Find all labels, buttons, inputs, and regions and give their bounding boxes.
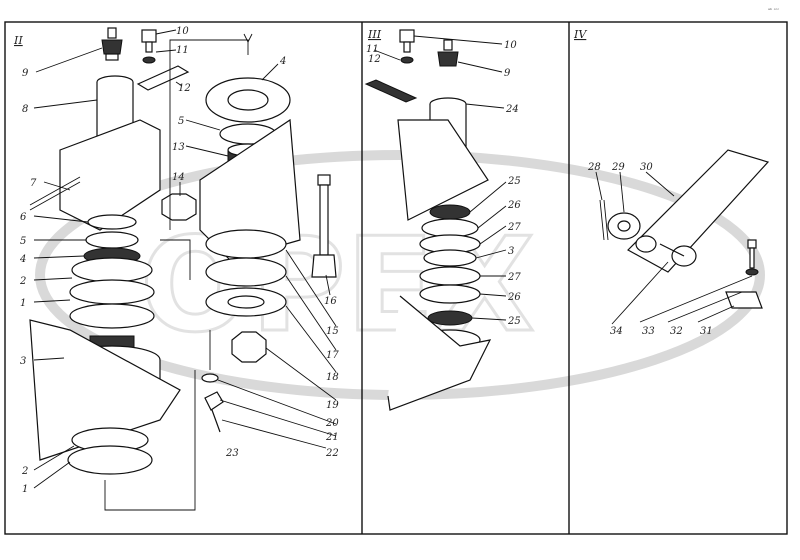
bearing-stack xyxy=(69,214,155,329)
knuckle-lower-arm xyxy=(29,319,181,461)
callout-23: 23 xyxy=(225,448,239,459)
bolt-23 xyxy=(204,391,224,433)
callout-4-right: 4 xyxy=(279,56,286,67)
lever-30 xyxy=(627,149,770,273)
callout-9: 9 xyxy=(22,68,29,79)
cotter-pin-s4 xyxy=(599,199,609,241)
grease-nipple xyxy=(101,27,123,61)
shim-stack xyxy=(205,229,287,317)
leaders-section-2 xyxy=(33,29,337,489)
callout-5-right: 5 xyxy=(178,116,184,127)
callout-8: 8 xyxy=(22,104,28,115)
callout-21: 21 xyxy=(325,432,339,443)
callout-11-s3: 11 xyxy=(366,44,379,55)
callout-12: 12 xyxy=(178,83,191,94)
callout-26: 26 xyxy=(507,200,521,211)
callout-10-s3: 10 xyxy=(504,40,517,51)
callout-1-lower: 1 xyxy=(22,484,28,495)
knuckle-lower-s3 xyxy=(387,295,492,411)
callout-9-s3: 9 xyxy=(504,68,511,79)
cotter-pin xyxy=(29,176,81,211)
callout-1: 1 xyxy=(20,298,26,309)
callout-10: 10 xyxy=(176,26,189,37)
routing-line-top xyxy=(169,39,249,230)
callout-26-lower: 26 xyxy=(507,292,521,303)
castle-nut-19 xyxy=(231,331,267,363)
section-4-drawing xyxy=(599,149,770,309)
callout-3-s3: 3 xyxy=(508,246,514,257)
long-bolt-16 xyxy=(311,174,337,278)
callout-11: 11 xyxy=(176,45,189,56)
labels-section-3: 11 12 10 9 24 25 26 27 3 27 26 25 xyxy=(366,40,521,327)
bolt-washer-3 xyxy=(399,29,415,64)
pin-34 xyxy=(659,243,697,267)
callout-18: 18 xyxy=(326,372,339,383)
callout-19: 19 xyxy=(326,400,339,411)
callout-14: 14 xyxy=(172,172,185,183)
labels-section-2: 9 10 11 12 8 7 14 6 5 4 2 1 3 2 1 4 5 13… xyxy=(19,26,339,495)
leaders-section-3 xyxy=(373,35,507,321)
bolt-washer-plate xyxy=(136,29,190,91)
leaders-section-4 xyxy=(595,171,753,325)
callout-31: 31 xyxy=(700,326,713,337)
castle-nut-top xyxy=(161,193,197,221)
section-numeral-2: II xyxy=(13,34,23,47)
section-3-drawing xyxy=(364,29,492,411)
callout-29: 29 xyxy=(611,162,625,173)
callout-2: 2 xyxy=(19,276,26,287)
arrow-head-top xyxy=(243,33,253,44)
callout-30: 30 xyxy=(640,162,653,173)
callout-27-lower: 27 xyxy=(507,272,521,283)
knuckle-upper-s3 xyxy=(397,119,489,221)
callout-34: 34 xyxy=(610,326,623,337)
corner-note: ᵃᵇ ᶜᶜᶜ xyxy=(768,8,779,14)
bottom-bearing xyxy=(67,427,153,475)
section-numeral-3: III xyxy=(367,28,382,41)
routing-line-mid xyxy=(160,239,191,280)
bolt-33 xyxy=(745,239,759,276)
callout-16: 16 xyxy=(324,296,337,307)
plate-12-s3 xyxy=(364,79,418,103)
callout-13: 13 xyxy=(172,142,185,153)
callout-15: 15 xyxy=(326,326,339,337)
section-2-drawing xyxy=(29,27,337,511)
washer-29-hole xyxy=(617,220,631,232)
callout-17: 17 xyxy=(326,350,339,361)
callout-25: 25 xyxy=(507,176,521,187)
callout-7: 7 xyxy=(30,178,37,189)
section-numeral-4: IV xyxy=(573,28,587,41)
callout-5: 5 xyxy=(20,236,26,247)
outer-frame xyxy=(4,21,788,535)
callout-6: 6 xyxy=(20,212,27,223)
callout-20: 20 xyxy=(325,418,339,429)
callout-27: 27 xyxy=(507,222,521,233)
knuckle-upper-arm xyxy=(59,119,161,231)
callout-28: 28 xyxy=(587,162,601,173)
plate-31 xyxy=(725,291,763,309)
callout-24: 24 xyxy=(505,104,519,115)
callout-32: 32 xyxy=(670,326,683,337)
bearing-stack-s3 xyxy=(419,204,481,351)
callout-33: 33 xyxy=(642,326,655,337)
callout-22: 22 xyxy=(325,448,339,459)
grease-nipple-s3 xyxy=(437,39,459,67)
callout-4: 4 xyxy=(19,254,26,265)
callout-25-lower: 25 xyxy=(507,316,521,327)
routing-line-bottom xyxy=(104,370,196,511)
callout-12-s3: 12 xyxy=(368,54,381,65)
lever-30-hole xyxy=(635,235,657,253)
washer-20 xyxy=(201,373,219,383)
callout-3: 3 xyxy=(20,356,26,367)
callout-2-lower: 2 xyxy=(21,466,28,477)
top-flange-4 xyxy=(205,77,291,123)
labels-section-4: 28 29 30 34 33 32 31 xyxy=(587,162,713,337)
